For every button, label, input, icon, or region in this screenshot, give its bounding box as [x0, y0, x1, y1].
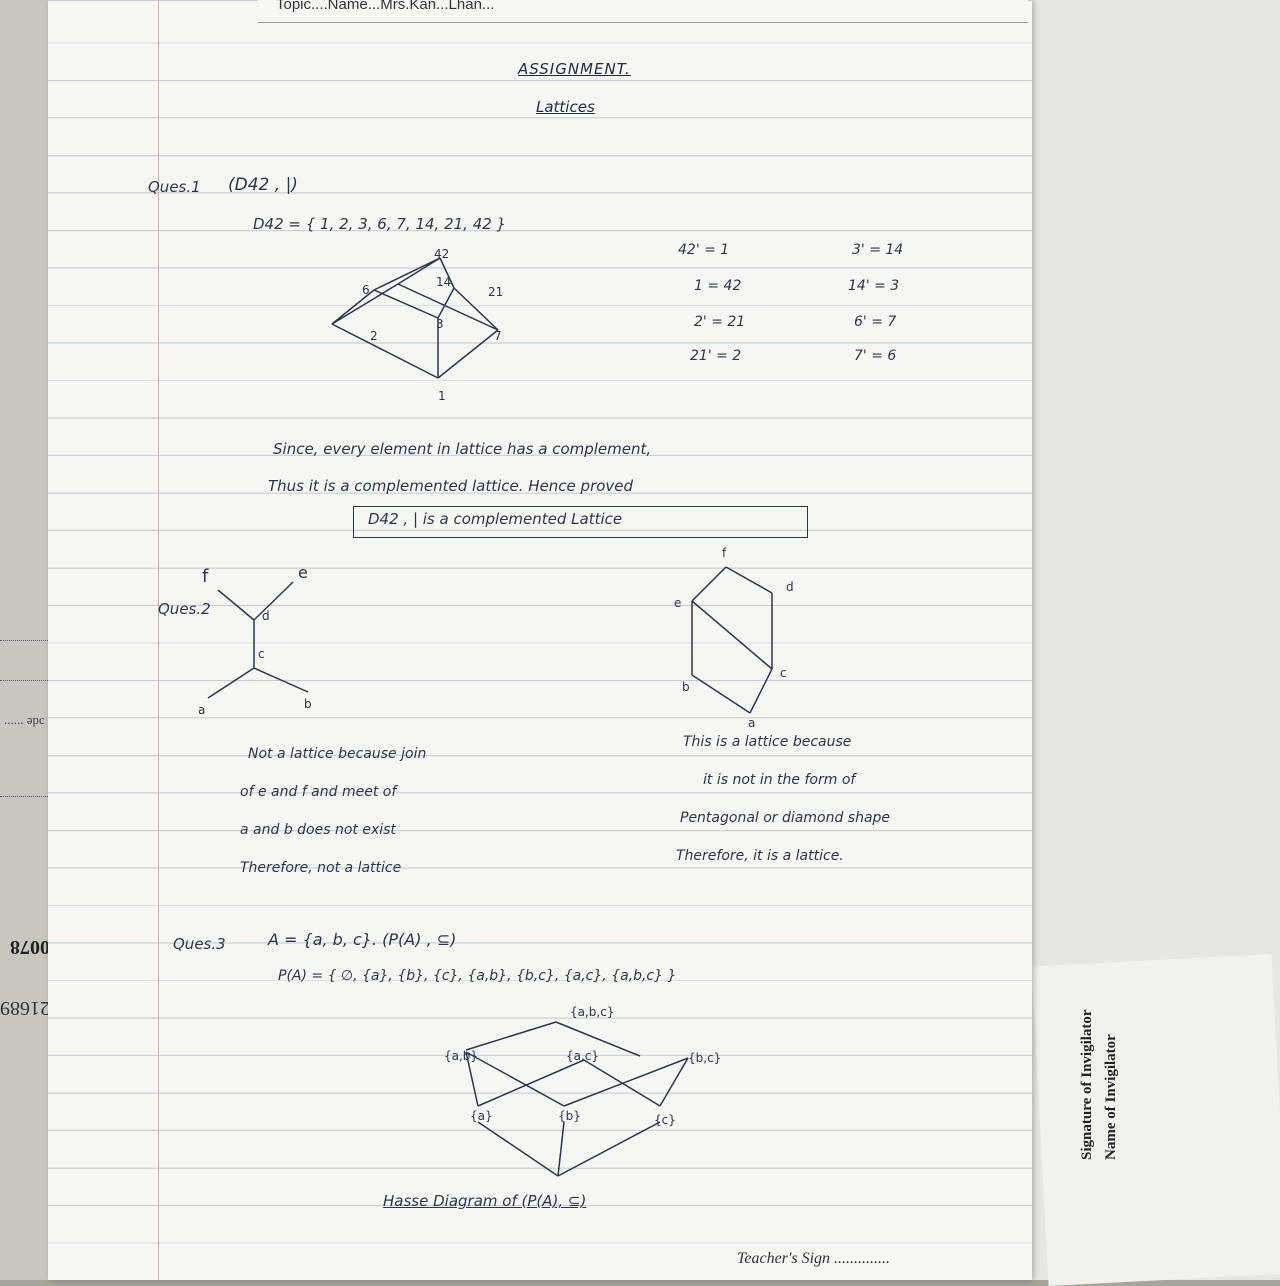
q1-conclusion-box — [353, 506, 808, 538]
d42-node-42: 42 — [434, 247, 449, 261]
set-node-a: {a} — [470, 1109, 493, 1123]
q2-left-text: Therefore, not a lattice — [240, 860, 402, 876]
set-node-ac: {a,c} — [566, 1049, 599, 1063]
q2-right-text: it is not in the form of — [703, 772, 856, 788]
q2-right-text: Therefore, it is a lattice. — [676, 848, 844, 864]
d42-node-6: 6 — [362, 283, 370, 297]
assignment-subtitle: Lattices — [536, 98, 595, 116]
q2-right-node-b: b — [682, 680, 690, 694]
margin-line — [158, 0, 159, 1280]
q2-left-node-f: f — [202, 566, 209, 587]
d42-node-7: 7 — [494, 329, 502, 343]
q2-left-text: of e and f and meet of — [240, 784, 397, 800]
q1-explanation-line1: Since, every element in lattice has a co… — [273, 440, 652, 458]
q2-right-diagram: f e d c b a — [674, 546, 794, 730]
left-dotted-line — [0, 640, 58, 641]
q2-right-node-c: c — [780, 666, 787, 680]
complement-item: 21' = 2 — [690, 348, 742, 364]
set-node-bc: {b,c} — [688, 1051, 721, 1065]
question-1-label: Ques.1 — [148, 178, 201, 196]
complement-item: 3' = 14 — [852, 242, 904, 258]
d42-node-3: 3 — [436, 317, 444, 331]
power-set-hasse-diagram: {a,b,c} {a,b} {a,c} {b,c} {a} {b} {c} — [444, 1005, 721, 1177]
q2-right-text: Pentagonal or diamond shape — [680, 810, 891, 826]
q2-right-text: This is a lattice because — [683, 734, 852, 750]
q2-left-node-c: c — [258, 647, 265, 661]
set-node-abc: {a,b,c} — [570, 1005, 614, 1019]
q2-left-text: a and b does not exist — [240, 822, 396, 838]
set-node-b: {b} — [558, 1109, 581, 1123]
d42-set: D42 = { 1, 2, 3, 6, 7, 14, 21, 42 } — [253, 215, 507, 233]
question-1-heading: (D42 , |) — [228, 175, 298, 195]
q2-left-diagram: f e d c a b — [198, 563, 312, 717]
topic-bar — [258, 0, 1028, 23]
complement-item: 1 = 42 — [694, 278, 742, 294]
complement-item: 42' = 1 — [678, 242, 730, 258]
d42-hasse-diagram: 42 6 14 21 2 3 7 1 — [331, 247, 503, 403]
complement-item: 6' = 7 — [854, 314, 897, 330]
q3-set-a: A = {a, b, c}. (P(A) , ⊆) — [268, 930, 457, 949]
complement-item: 14' = 3 — [848, 278, 900, 294]
question-3-label: Ques.3 — [173, 935, 226, 953]
q3-hasse-caption: Hasse Diagram of (P(A), ⊆) — [383, 1192, 587, 1210]
left-dotted-line — [0, 680, 58, 681]
set-node-c: {c} — [654, 1113, 676, 1127]
underlying-sheet-right-lower — [1031, 953, 1280, 1286]
q3-power-set: P(A) = { ∅, {a}, {b}, {c}, {a,b}, {b,c},… — [278, 968, 677, 984]
d42-node-2: 2 — [370, 329, 378, 343]
d42-node-1: 1 — [438, 389, 446, 403]
question-2-label: Ques.2 — [158, 600, 211, 618]
left-sheet-number: 21689 — [0, 997, 50, 1019]
q2-right-node-e: e — [674, 596, 681, 610]
assignment-title: ASSIGNMENT. — [518, 60, 631, 78]
q2-left-node-b: b — [304, 697, 312, 711]
q2-left-node-e: e — [298, 563, 308, 582]
left-sheet-fragment: ...... əpc — [4, 712, 45, 727]
teacher-sign-line: Teacher's Sign .............. — [737, 1250, 891, 1267]
q1-conclusion: D42 , | is a complemented Lattice — [368, 510, 623, 528]
q2-right-node-d: d — [786, 580, 794, 594]
d42-node-14: 14 — [436, 275, 451, 289]
d42-node-21: 21 — [488, 285, 503, 299]
q2-right-node-a: a — [748, 716, 755, 730]
q2-right-node-f: f — [722, 546, 727, 560]
topic-line: Topic....Name...Mrs.Kan...Lhan... — [276, 0, 495, 13]
set-node-ab: {a,b} — [444, 1049, 478, 1063]
notebook-page: Topic....Name...Mrs.Kan...Lhan... ASSIGN… — [48, 0, 1032, 1280]
q1-explanation-line2: Thus it is a complemented lattice. Hence… — [268, 477, 634, 495]
q2-left-node-d: d — [262, 609, 270, 623]
q2-left-text: Not a lattice because join — [248, 746, 427, 762]
invigilator-signature-label: Signature of Invigilator — [1079, 1009, 1095, 1160]
left-dotted-line — [0, 796, 58, 797]
q2-left-node-a: a — [198, 703, 205, 717]
complement-item: 7' = 6 — [854, 348, 897, 364]
invigilator-labels: Signature of Invigilator Name of Invigil… — [1075, 1009, 1123, 1160]
invigilator-name-label: Name of Invigilator — [1103, 1034, 1119, 1160]
complement-item: 2' = 21 — [694, 314, 746, 330]
